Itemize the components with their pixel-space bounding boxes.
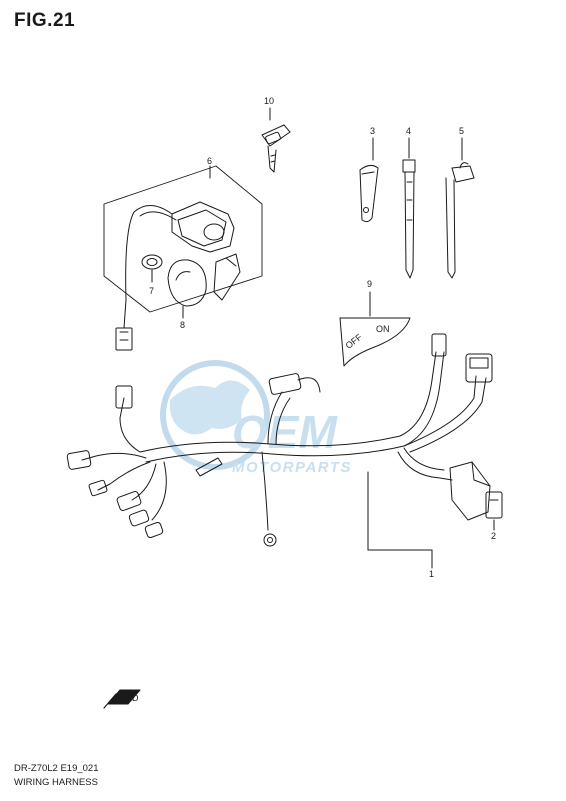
callout-3: 3 bbox=[370, 126, 375, 136]
callout-labels: 1 2 3 4 5 6 7 8 9 10 FWD bbox=[118, 96, 496, 703]
switch-plate-off-label: OFF bbox=[344, 332, 365, 351]
fwd-direction-badge bbox=[103, 689, 141, 709]
cable-tie-part-4 bbox=[402, 159, 416, 279]
clamp-part-3 bbox=[359, 164, 379, 223]
watermark-brand: OEM bbox=[232, 406, 338, 458]
callout-7: 7 bbox=[149, 286, 154, 296]
key-part-10 bbox=[261, 124, 291, 173]
model-code: DR-Z70L2 E19_021 bbox=[14, 763, 99, 774]
callout-5: 5 bbox=[459, 126, 464, 136]
watermark-sub: MOTORPARTS bbox=[232, 459, 352, 476]
switch-plate-on-label: ON bbox=[376, 324, 390, 334]
callout-1: 1 bbox=[429, 569, 434, 579]
ignition-switch-part-6 bbox=[103, 165, 263, 351]
callout-4: 4 bbox=[406, 126, 411, 136]
oem-watermark: OEM MOTORPARTS bbox=[160, 360, 352, 476]
callout-10: 10 bbox=[264, 96, 274, 106]
switch-plate-part-9 bbox=[339, 317, 411, 367]
fwd-badge-label: FWD bbox=[118, 693, 139, 703]
clamp-tie-part-5 bbox=[445, 162, 475, 279]
callout-9: 9 bbox=[367, 279, 372, 289]
main-harness-part-1 bbox=[66, 333, 503, 547]
figure-title: FIG.21 bbox=[14, 10, 76, 31]
callout-6: 6 bbox=[207, 156, 212, 166]
nut-part-7 bbox=[141, 254, 163, 270]
callout-2: 2 bbox=[491, 531, 496, 541]
section-name: WIRING HARNESS bbox=[14, 777, 98, 788]
cover-part-8 bbox=[167, 259, 207, 307]
callout-8: 8 bbox=[180, 320, 185, 330]
